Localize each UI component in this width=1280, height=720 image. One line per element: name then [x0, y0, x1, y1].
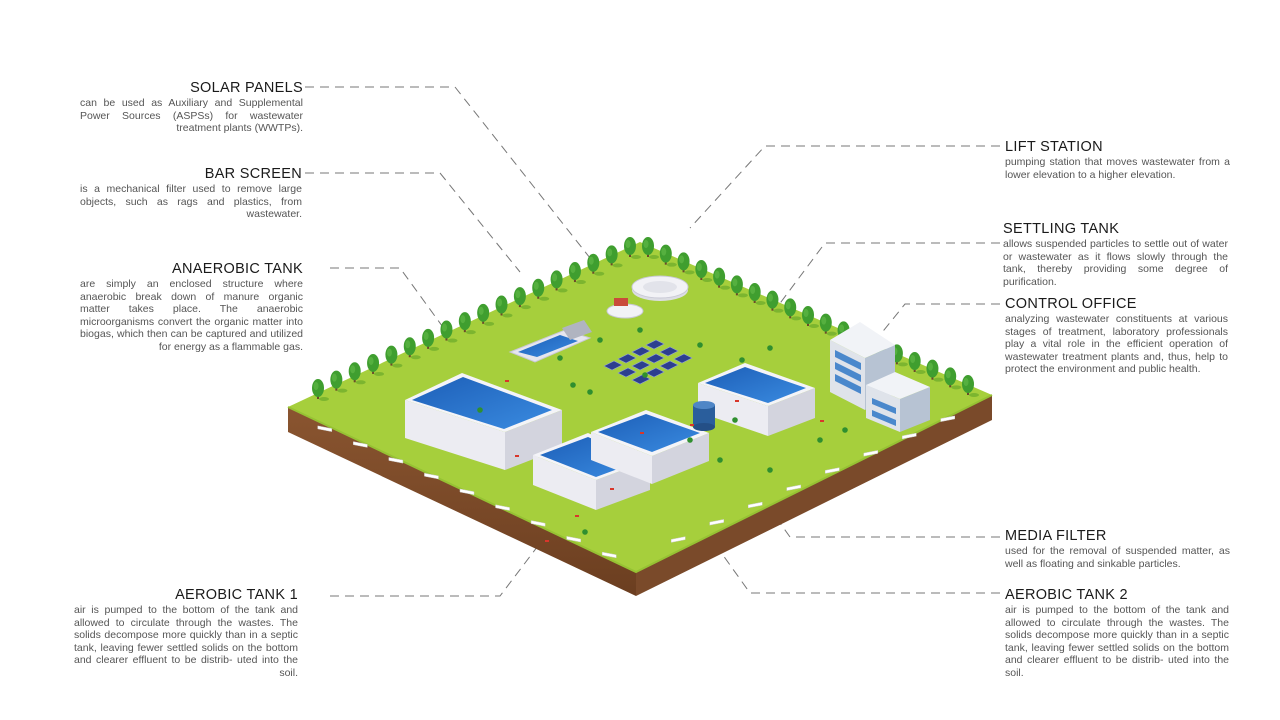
aerobic-tank-2-description: air is pumped to the bottom of the tank …	[1005, 604, 1229, 679]
solar-panels-description: can be used as Auxiliary and Supplementa…	[80, 97, 303, 135]
leader-control-office	[879, 303, 1000, 336]
label-bar-screen: BAR SCREEN is a mechanical filter used t…	[80, 166, 302, 221]
solar-panel-array	[603, 339, 693, 385]
control-office-title: CONTROL OFFICE	[1005, 296, 1137, 312]
leader-aerobic-tank-1	[330, 529, 551, 597]
label-lift-station: LIFT STATION pumping station that moves …	[1005, 139, 1230, 181]
bar-screen-description: is a mechanical filter used to remove la…	[80, 183, 302, 221]
leader-bar-screen	[305, 172, 521, 273]
anaerobic-tank-title: ANAEROBIC TANK	[172, 261, 303, 277]
control-office	[830, 322, 930, 432]
media-filter	[693, 401, 715, 431]
media-filter-title: MEDIA FILTER	[1005, 528, 1107, 544]
settling-tank-description: allows suspended particles to settle out…	[1003, 238, 1228, 288]
bar-screen	[508, 320, 592, 363]
label-aerobic-tank-2: AEROBIC TANK 2 air is pumped to the bott…	[1005, 587, 1229, 680]
aerobic-tank-2-title: AEROBIC TANK 2	[1005, 587, 1128, 603]
benches	[317, 415, 955, 559]
settling-tank-title: SETTLING TANK	[1003, 221, 1120, 237]
label-control-office: CONTROL OFFICE analyzing wastewater cons…	[1005, 296, 1228, 376]
settling-tank	[698, 363, 815, 436]
media-filter-description: used for the removal of suspended matter…	[1005, 545, 1230, 570]
label-media-filter: MEDIA FILTER used for the removal of sus…	[1005, 528, 1230, 570]
shrubs	[477, 327, 848, 542]
leader-solar-panels	[305, 86, 591, 259]
label-settling-tank: SETTLING TANK allows suspended particles…	[1003, 221, 1228, 288]
label-anaerobic-tank: ANAEROBIC TANK are simply an enclosed st…	[80, 261, 303, 354]
aerobic-tank-1-title: AEROBIC TANK 1	[175, 587, 298, 603]
soil-right-face	[636, 395, 992, 596]
aerobic-tank-2	[591, 410, 709, 484]
anaerobic-tank	[405, 373, 562, 470]
control-office-description: analyzing wastewater constituents at var…	[1005, 313, 1228, 376]
bar-screen-title: BAR SCREEN	[204, 166, 302, 182]
soil-left-face	[288, 407, 636, 596]
lift-station-description: pumping station that moves wastewater fr…	[1005, 156, 1230, 181]
anaerobic-tank-description: are simply an enclosed structure where a…	[80, 278, 303, 353]
lift-station	[606, 275, 689, 319]
label-aerobic-tank-1: AEROBIC TANK 1 air is pumped to the bott…	[74, 587, 298, 680]
leader-settling-tank	[774, 242, 1000, 311]
label-solar-panels: SOLAR PANELS can be used as Auxiliary an…	[80, 80, 303, 135]
aerobic-tank-1-description: air is pumped to the bottom of the tank …	[74, 604, 298, 679]
leader-anaerobic-tank	[330, 267, 446, 331]
leader-lift-station	[689, 145, 1000, 229]
lift-station-title: LIFT STATION	[1005, 139, 1103, 155]
solar-panels-title: SOLAR PANELS	[190, 80, 303, 96]
